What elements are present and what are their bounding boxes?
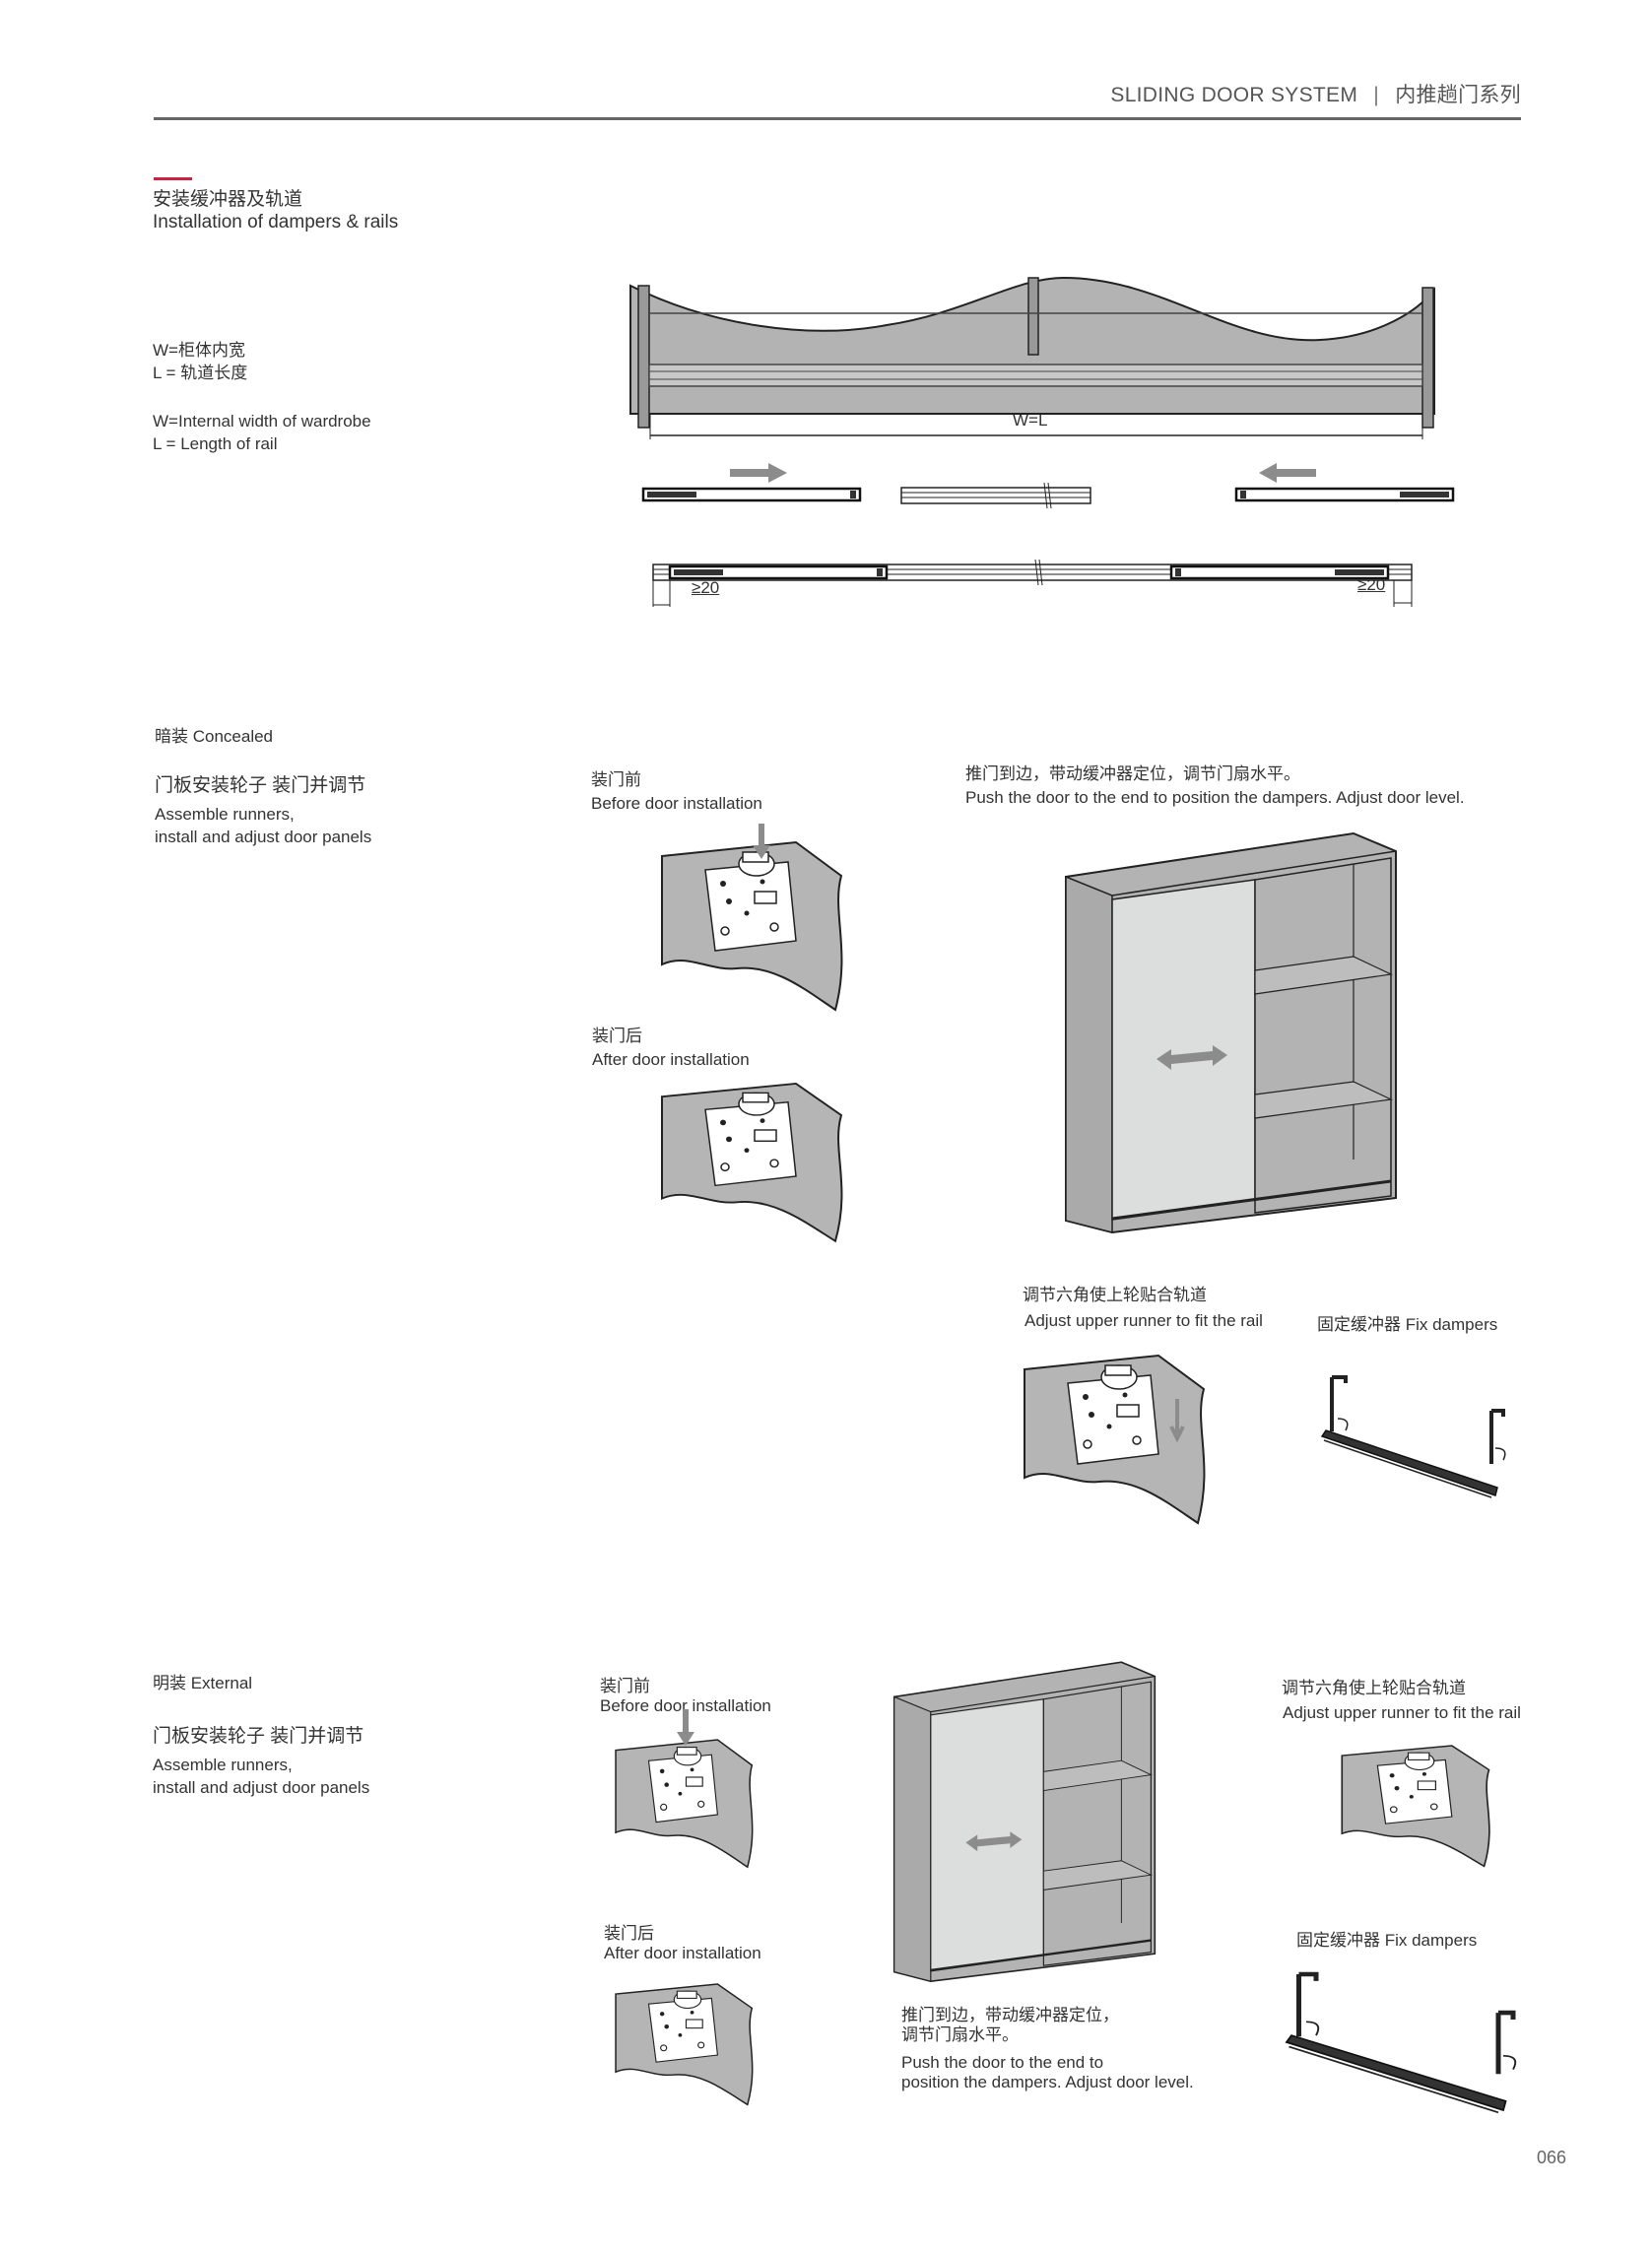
external-arrow-down-icon xyxy=(677,1709,694,1746)
concealed-push-en: Push the door to the end to position the… xyxy=(965,788,1465,807)
assembled-right-damper xyxy=(1169,564,1390,580)
external-after-en: After door installation xyxy=(604,1944,761,1962)
definition-w-cn: W=柜体内宽 xyxy=(153,341,245,360)
concealed-before-en: Before door installation xyxy=(591,794,762,813)
concealed-fix-dampers: 固定缓冲器 Fix dampers xyxy=(1317,1315,1498,1334)
header-title-cn: 内推趟门系列 xyxy=(1395,84,1521,106)
concealed-step-cn: 门板安装轮子 装门并调节 xyxy=(155,775,366,796)
concealed-adjust-cn: 调节六角使上轮贴合轨道 xyxy=(1023,1286,1207,1304)
left-damper xyxy=(641,487,862,502)
concealed-wardrobe-illustration xyxy=(1064,831,1398,1234)
section-title-cn: 安装缓冲器及轨道 xyxy=(153,189,303,210)
external-before-cn: 装门前 xyxy=(600,1677,650,1695)
external-push-en-2: position the dampers. Adjust door level. xyxy=(901,2073,1194,2091)
rail-exploded-diagram xyxy=(641,463,1455,509)
external-push-cn-1: 推门到边，带动缓冲器定位， xyxy=(901,2006,1119,2024)
rail-segment xyxy=(900,482,1091,509)
arrow-left-icon xyxy=(1259,463,1316,483)
arrow-down-icon xyxy=(753,824,770,859)
concealed-type-label: 暗装 Concealed xyxy=(155,727,274,746)
external-fix-dampers: 固定缓冲器 Fix dampers xyxy=(1296,1931,1478,1950)
external-adjust-cn: 调节六角使上轮贴合轨道 xyxy=(1282,1679,1466,1697)
concealed-step-en-2: install and adjust door panels xyxy=(155,828,372,846)
external-after-cn: 装门后 xyxy=(604,1924,654,1943)
rail-assembled-diagram xyxy=(652,559,1413,607)
external-step-en-2: install and adjust door panels xyxy=(153,1778,370,1797)
page-number: 066 xyxy=(1537,2148,1567,2167)
external-wardrobe-illustration xyxy=(892,1660,1156,1983)
header-rule xyxy=(154,117,1521,120)
assembled-left-damper xyxy=(668,564,889,580)
concealed-adjust-en: Adjust upper runner to fit the rail xyxy=(1024,1311,1263,1330)
wardrobe-top-section-diagram xyxy=(629,276,1435,439)
external-adjust-en: Adjust upper runner to fit the rail xyxy=(1283,1703,1521,1722)
header-title-en: SLIDING DOOR SYSTEM xyxy=(1110,84,1358,106)
concealed-before-cn: 装门前 xyxy=(591,770,641,789)
concealed-before-runner-panel xyxy=(661,841,843,1011)
dimension-line xyxy=(649,414,1423,439)
external-type-label: 明装 External xyxy=(153,1674,253,1692)
dimension-label: W=L xyxy=(1013,411,1048,430)
definition-l-en: L = Length of rail xyxy=(153,434,278,453)
definition-w-en: W=Internal width of wardrobe xyxy=(153,412,371,431)
external-after-runner-panel xyxy=(615,1983,754,2106)
external-adjust-runner-panel xyxy=(1341,1745,1490,1868)
adjust-arrow-icon xyxy=(1169,1399,1185,1443)
external-push-en-1: Push the door to the end to xyxy=(901,2053,1104,2072)
accent-dash xyxy=(154,177,192,180)
right-damper xyxy=(1234,487,1455,502)
external-push-cn-2: 调节门扇水平。 xyxy=(901,2025,1019,2044)
definition-l-cn: L = 轨道长度 xyxy=(153,364,248,382)
concealed-after-runner-panel xyxy=(661,1083,843,1242)
external-before-en: Before door installation xyxy=(600,1696,771,1715)
external-before-runner-panel xyxy=(615,1739,754,1868)
external-step-en-1: Assemble runners, xyxy=(153,1756,293,1774)
concealed-after-cn: 装门后 xyxy=(592,1027,642,1045)
concealed-step-en-1: Assemble runners, xyxy=(155,805,295,824)
concealed-fix-dampers-illustration xyxy=(1320,1375,1507,1499)
arrow-right-icon xyxy=(730,463,787,483)
section-title-en: Installation of dampers & rails xyxy=(153,212,399,232)
min-distance-left: ≥20 xyxy=(692,578,720,597)
header-separator: | xyxy=(1373,84,1380,106)
concealed-after-en: After door installation xyxy=(592,1050,750,1069)
external-fix-dampers-illustration xyxy=(1287,1974,1515,2112)
external-step-cn: 门板安装轮子 装门并调节 xyxy=(153,1726,364,1747)
header-title: SLIDING DOOR SYSTEM | 内推趟门系列 xyxy=(1110,83,1521,107)
concealed-push-cn: 推门到边，带动缓冲器定位，调节门扇水平。 xyxy=(965,764,1300,783)
